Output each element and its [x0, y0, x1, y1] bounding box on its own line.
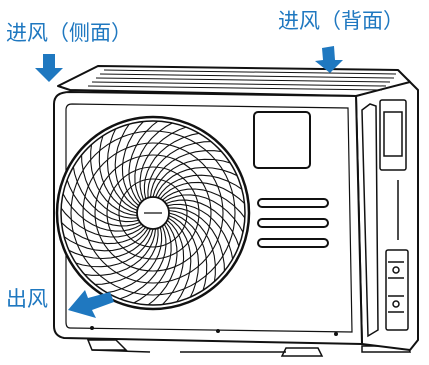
- outlet-arrow-icon: [68, 290, 114, 318]
- fan-guard-spoke: [116, 225, 167, 301]
- fan-guard-spoke: [157, 174, 245, 199]
- fan-guard-spoke: [114, 121, 139, 209]
- outlet-label: 出风: [6, 287, 48, 311]
- fan-guard-spoke: [103, 227, 163, 294]
- fan-guard-spoke: [160, 219, 185, 305]
- fan-guard-spoke: [168, 207, 226, 275]
- fan-guard-spoke: [159, 181, 245, 206]
- down-arrow-icon: [35, 54, 63, 82]
- fan-guard-spoke: [152, 158, 234, 198]
- fan-guard-spoke: [139, 125, 190, 201]
- back-intake-label: 进风（背面）: [278, 9, 404, 33]
- fan-guard-spoke: [167, 217, 192, 305]
- side-panel-details: [361, 99, 409, 338]
- fan-guard-spoke: [130, 224, 172, 305]
- fan-guard-spoke: [81, 228, 157, 276]
- airflow-arrows: [35, 46, 343, 318]
- fan-guard-spoke: [61, 205, 144, 238]
- fan-guard-spoke: [155, 166, 241, 198]
- screws: [90, 326, 338, 336]
- fan-guard-spoke: [121, 121, 146, 207]
- fan-guard: [55, 115, 251, 311]
- fan-guard-spoke: [72, 228, 154, 268]
- fan-guard-spoke: [145, 222, 178, 305]
- fan-guard-spoke: [72, 163, 139, 223]
- fan-guard-spoke: [61, 227, 149, 252]
- fan-guard-spoke: [165, 199, 241, 250]
- fan-guard-spoke: [61, 220, 147, 245]
- fan-guard-spoke: [98, 132, 138, 214]
- fan-guard-spoke: [164, 194, 245, 236]
- fan-guard-spoke: [65, 176, 141, 227]
- fan-guard-spoke: [143, 132, 203, 199]
- fan-guard-spoke: [168, 215, 200, 301]
- fan-guard-spoke: [168, 212, 208, 294]
- front-inner-border: [65, 103, 353, 333]
- fan-guard-spoke: [128, 121, 161, 204]
- side-intake-label: 进风（侧面）: [6, 21, 132, 45]
- fan-guard-spoke: [134, 121, 176, 202]
- down-arrow-icon: [315, 46, 343, 73]
- fan-guard-spoke: [80, 151, 138, 219]
- fan-guard-spoke: [65, 228, 151, 260]
- fan-guard-spoke: [147, 140, 215, 198]
- fan-guard-spoke: [61, 190, 142, 232]
- top-grille: [87, 69, 397, 91]
- fan-guard-spoke: [106, 125, 138, 211]
- fan-guard-spoke: [162, 188, 245, 221]
- fan-guard-spoke: [167, 203, 234, 263]
- fan-guard-spoke: [149, 150, 225, 198]
- display-window: [253, 111, 311, 169]
- fan-guard-spoke: [168, 209, 216, 285]
- vent-slots: [257, 198, 329, 248]
- fan-guard-spoke: [90, 141, 138, 217]
- fan-guard-spoke: [91, 228, 159, 286]
